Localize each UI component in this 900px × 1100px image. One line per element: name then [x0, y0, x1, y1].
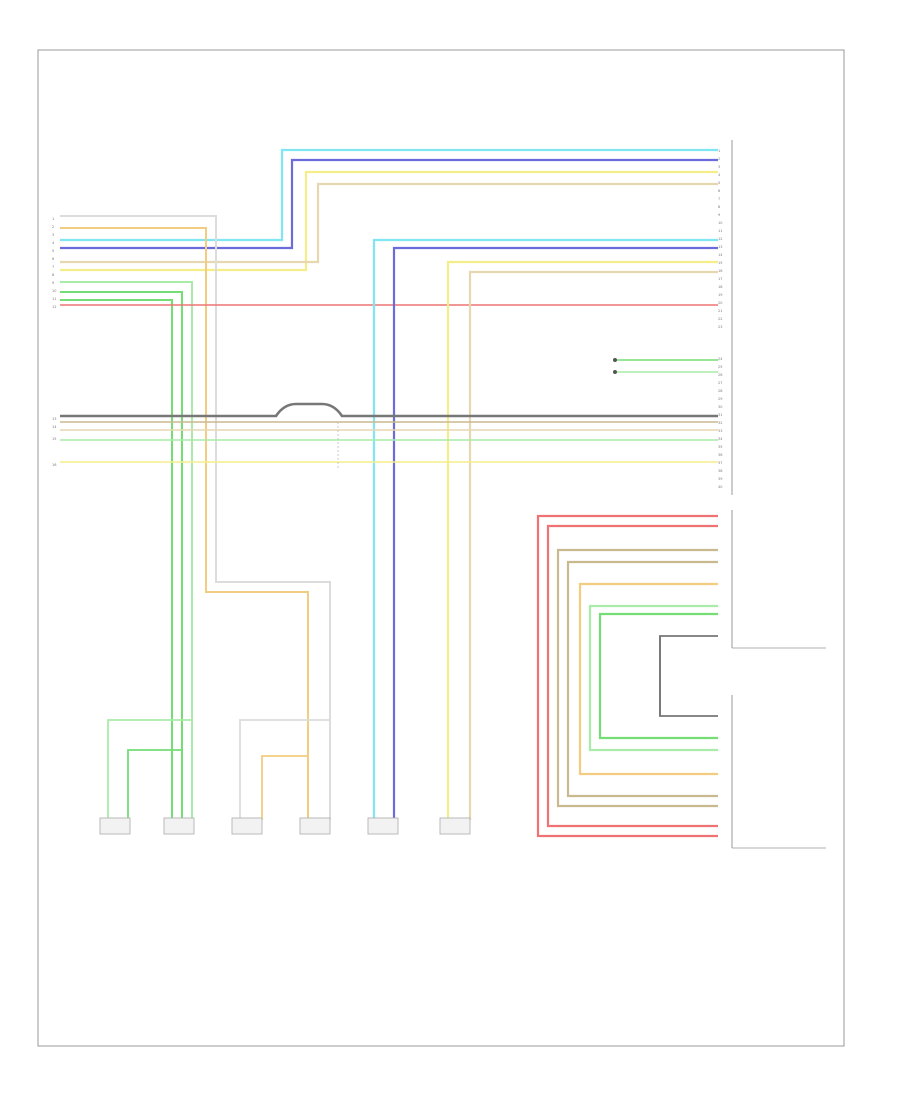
svg-text:40: 40 [718, 485, 722, 489]
svg-text:28: 28 [718, 389, 722, 393]
svg-text:20: 20 [718, 301, 722, 305]
svg-text:22: 22 [718, 317, 722, 321]
svg-text:2: 2 [718, 157, 720, 161]
svg-text:1: 1 [718, 149, 720, 153]
svg-text:13: 13 [718, 245, 722, 249]
upper-speaker-wires [60, 148, 718, 272]
svg-text:32: 32 [718, 421, 722, 425]
speaker-4 [299, 817, 331, 835]
svg-text:10: 10 [52, 289, 56, 293]
speaker-1 [99, 817, 131, 835]
svg-text:4: 4 [718, 173, 721, 177]
svg-text:7: 7 [52, 265, 54, 269]
speaker-6 [439, 817, 471, 835]
svg-text:37: 37 [718, 461, 722, 465]
svg-text:24: 24 [718, 357, 723, 361]
svg-text:26: 26 [718, 373, 722, 377]
svg-text:10: 10 [718, 221, 722, 225]
svg-text:33: 33 [718, 429, 722, 433]
svg-text:16: 16 [718, 269, 722, 273]
svg-text:12: 12 [718, 237, 722, 241]
speaker-3 [231, 817, 263, 835]
steering-controls-inputs [613, 358, 718, 374]
svg-text:6: 6 [718, 189, 720, 193]
svg-text:7: 7 [718, 197, 720, 201]
svg-text:8: 8 [52, 273, 54, 277]
svg-text:11: 11 [52, 297, 56, 301]
svg-text:6: 6 [52, 257, 54, 261]
svg-text:15: 15 [52, 437, 56, 441]
svg-text:21: 21 [718, 309, 722, 313]
svg-text:18: 18 [718, 285, 722, 289]
svg-text:36: 36 [718, 453, 722, 457]
svg-text:3: 3 [718, 165, 720, 169]
left-group-wires [60, 215, 331, 820]
svg-text:35: 35 [718, 445, 722, 449]
svg-text:23: 23 [718, 325, 722, 329]
svg-text:3: 3 [52, 233, 54, 237]
svg-text:12: 12 [52, 305, 56, 309]
svg-text:2: 2 [52, 225, 54, 229]
speaker-2 [163, 817, 195, 835]
svg-text:9: 9 [52, 281, 54, 285]
svg-text:14: 14 [718, 253, 723, 257]
svg-text:9: 9 [718, 213, 720, 217]
svg-text:1: 1 [52, 217, 54, 221]
svg-text:4: 4 [52, 241, 55, 245]
svg-text:8: 8 [718, 205, 720, 209]
svg-text:16: 16 [52, 463, 56, 467]
signal-bus-wires [60, 402, 718, 470]
svg-text:17: 17 [718, 277, 722, 281]
speaker-5 [367, 817, 399, 835]
svg-text:39: 39 [718, 477, 722, 481]
svg-text:34: 34 [718, 437, 723, 441]
svg-text:14: 14 [52, 425, 57, 429]
svg-text:5: 5 [718, 181, 720, 185]
middle-speaker-wires [372, 238, 718, 820]
svg-text:38: 38 [718, 469, 722, 473]
svg-text:31: 31 [718, 413, 722, 417]
svg-text:30: 30 [718, 405, 722, 409]
speaker-leads [107, 719, 330, 820]
amplifier-wires [536, 514, 718, 838]
diagram-frame [37, 49, 845, 1047]
svg-text:5: 5 [52, 249, 54, 253]
svg-text:25: 25 [718, 365, 722, 369]
svg-text:13: 13 [52, 417, 56, 421]
svg-text:29: 29 [718, 397, 722, 401]
svg-text:15: 15 [718, 261, 722, 265]
svg-text:19: 19 [718, 293, 722, 297]
svg-text:11: 11 [718, 229, 722, 233]
svg-text:27: 27 [718, 381, 722, 385]
radio-connector [731, 140, 826, 849]
